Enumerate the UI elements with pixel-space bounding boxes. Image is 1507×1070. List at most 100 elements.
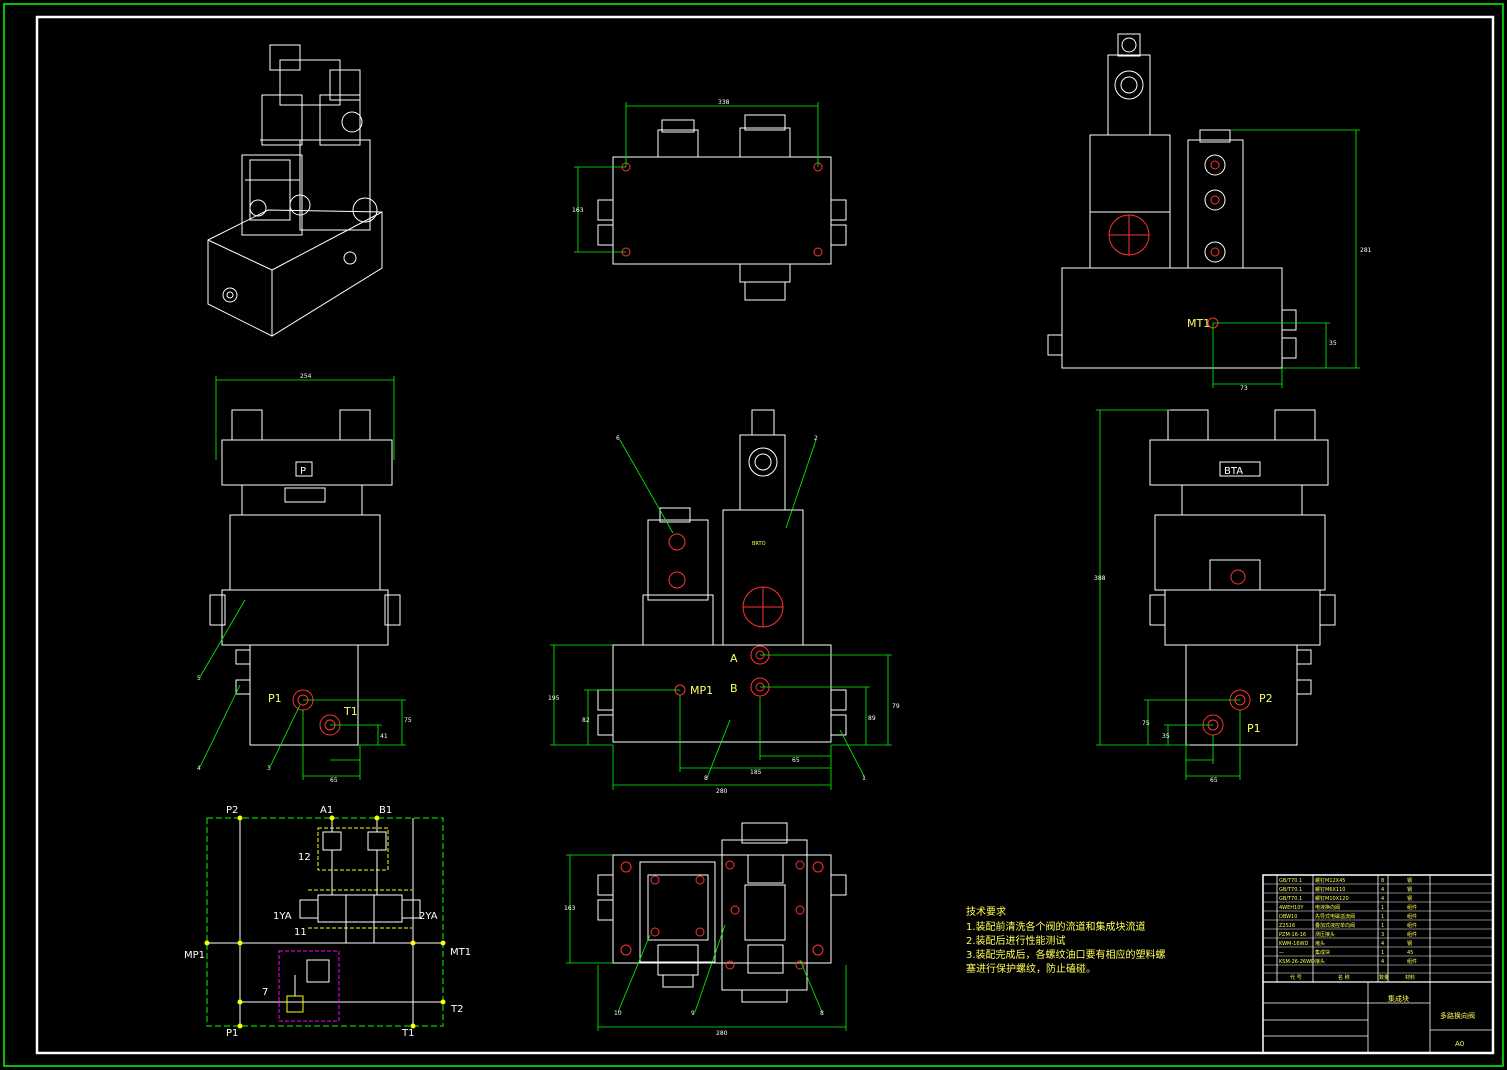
label-p1-left: P1	[268, 692, 282, 705]
sch-2ya: 2YA	[419, 911, 438, 922]
callout-6: 6	[616, 435, 620, 442]
left-front-dims	[199, 376, 406, 780]
right-side-holes	[1202, 569, 1251, 736]
bottom-dim-width: 280	[716, 1030, 728, 1037]
tb-part-name: 先导式电磁溢流阀	[1315, 913, 1355, 920]
center-dim-b: 65	[792, 757, 800, 764]
tb-part-code: DBW10	[1279, 914, 1297, 920]
tb-assembly-name: 多路换向阀	[1440, 1011, 1475, 1020]
tb-part-name: 螺钉M10X120	[1315, 895, 1349, 902]
top-right-view	[1047, 33, 1297, 369]
right-dim-c: 35	[1162, 733, 1170, 740]
title-block	[1262, 874, 1494, 1054]
tb-part-qty: 4	[1381, 959, 1384, 965]
tb-part-code: 4WEH10Y	[1279, 905, 1304, 911]
tb-part-qty: 1	[1381, 914, 1384, 920]
notes-line-1: 1.装配前清洗各个阀的流道和集成块流道	[966, 920, 1146, 933]
callout-5: 5	[197, 675, 201, 682]
top-right-dim-h: 281	[1360, 247, 1372, 254]
tb-part-name: 集成块	[1315, 949, 1330, 956]
valve-nameplate-right: BTA	[1224, 466, 1243, 477]
label-p2-right: P2	[1259, 692, 1273, 705]
tb-sheet-size: A0	[1455, 1040, 1464, 1048]
tb-drawing-name: 集成块	[1388, 994, 1409, 1003]
right-side-dims	[1096, 409, 1241, 780]
sch-p1: P1	[226, 1028, 238, 1039]
tb-header-qty: 数量	[1379, 974, 1389, 981]
tb-part-code: —	[1279, 950, 1284, 956]
right-dim-b: 75	[1142, 720, 1150, 727]
hydraulic-schematic	[206, 817, 444, 1027]
valve-nameplate: P	[300, 466, 306, 477]
tb-part-name: 电液换向阀	[1315, 904, 1340, 911]
schematic-nodes	[204, 815, 446, 1029]
tb-part-mat: 组件	[1407, 904, 1417, 911]
tb-part-mat: 钢	[1407, 877, 1412, 884]
top-plan-dims	[574, 102, 819, 253]
sch-b1: B1	[379, 805, 392, 816]
isometric-view	[207, 44, 383, 337]
tb-part-mat: 组件	[1407, 958, 1417, 965]
tb-part-name: 螺钉M6X110	[1315, 886, 1345, 893]
tb-part-qty: 4	[1381, 941, 1384, 947]
bottom-plan-holes	[620, 860, 824, 970]
tb-part-code: KSM-26-26WD	[1279, 959, 1315, 965]
tb-part-qty: 1	[1381, 950, 1384, 956]
bottom-plan-dims	[566, 854, 847, 1031]
right-dim-a: 65	[1210, 777, 1218, 784]
tb-part-qty: 4	[1381, 887, 1384, 893]
sch-t2: T2	[450, 1004, 463, 1015]
tb-part-mat: 组件	[1407, 922, 1417, 929]
label-mt1-top: MT1	[1187, 317, 1210, 330]
sch-a1: A1	[320, 805, 333, 816]
label-t1-left: T1	[343, 705, 358, 718]
tb-part-code: Z2S16	[1279, 923, 1295, 929]
callout-8b: 8	[820, 1010, 824, 1017]
sch-p2: P2	[226, 805, 238, 816]
right-side-view	[1149, 409, 1336, 746]
tb-part-qty: 3	[1381, 932, 1384, 938]
tb-part-code: PZM-16-16	[1279, 932, 1306, 938]
callout-2: 2	[814, 435, 818, 442]
tb-header-name: 名 称	[1338, 974, 1350, 981]
tb-part-name: 螺钉M12X45	[1315, 877, 1345, 884]
callout-4: 4	[197, 765, 201, 772]
callout-8: 8	[704, 775, 708, 782]
left-dim-b: 75	[404, 717, 412, 724]
notes-line-2: 2.装配后进行性能测试	[966, 934, 1066, 947]
left-dim-a: 65	[330, 777, 338, 784]
top-plan-dim-height: 163	[572, 207, 584, 214]
center-dim-width: 280	[716, 788, 728, 795]
tb-part-mat: 钢	[1407, 886, 1412, 893]
sch-t1: T1	[401, 1028, 414, 1039]
tb-part-code: GB/T70.1	[1279, 878, 1302, 884]
center-front-holes	[668, 533, 784, 697]
top-plan-holes	[621, 162, 823, 257]
bottom-dim-height: 163	[564, 905, 576, 912]
tb-part-qty: 4	[1381, 896, 1384, 902]
tb-part-name: 叠加式液控单向阀	[1315, 922, 1355, 929]
callout-1: 1	[862, 775, 866, 782]
tb-part-mat: 钢	[1407, 895, 1412, 902]
center-dim-e: 82	[582, 717, 590, 724]
top-right-dim-w: 73	[1240, 385, 1248, 392]
block-tag: BRTO	[752, 541, 766, 547]
tb-part-code: KWM-16WD	[1279, 941, 1308, 947]
sch-1ya: 1YA	[273, 911, 292, 922]
callout-9: 9	[691, 1010, 695, 1017]
tb-part-qty: 8	[1381, 878, 1384, 884]
top-right-dim-small: 35	[1329, 340, 1337, 347]
callout-10: 10	[614, 1010, 622, 1017]
tb-header-mat: 材料	[1405, 974, 1415, 981]
notes-title: 技术要求	[966, 905, 1006, 918]
callout-3: 3	[267, 765, 271, 772]
right-dim-h: 388	[1094, 575, 1106, 582]
left-dim-c: 41	[380, 733, 388, 740]
sch-mp1: MP1	[184, 950, 205, 961]
tb-part-name: 测压接头	[1315, 931, 1335, 938]
tb-part-mat: 组件	[1407, 931, 1417, 938]
tb-part-name: 堵头	[1315, 940, 1325, 947]
center-front-dims	[550, 439, 892, 790]
tb-part-qty: 1	[1381, 923, 1384, 929]
